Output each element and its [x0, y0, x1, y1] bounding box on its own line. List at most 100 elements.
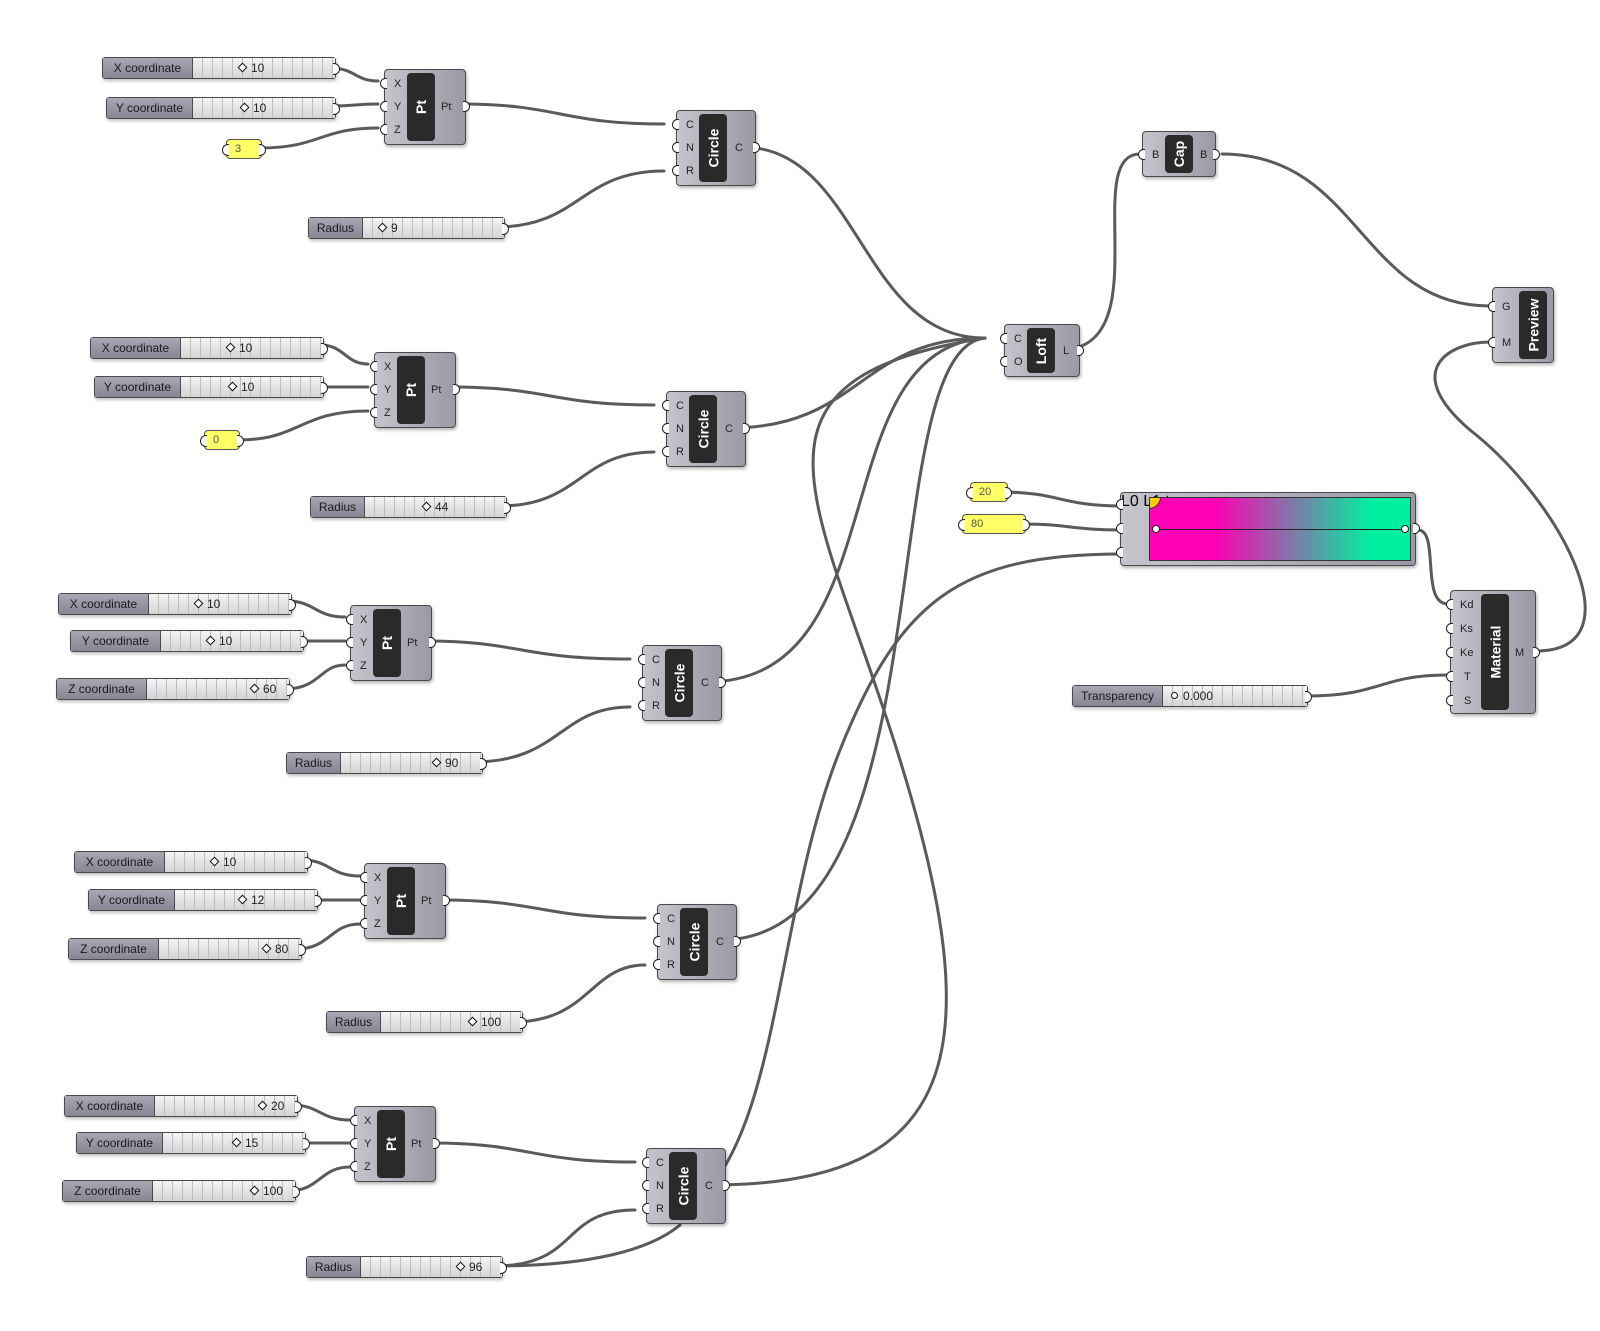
slider-track[interactable]: 100: [153, 1181, 295, 1201]
input-port-t[interactable]: [1116, 547, 1123, 558]
component-body[interactable]: Loft: [1027, 328, 1055, 373]
slider-track[interactable]: 10: [193, 58, 335, 78]
component-body[interactable]: Pt: [373, 609, 401, 677]
input-port-n[interactable]: [672, 142, 679, 153]
input-port-n[interactable]: [638, 677, 645, 688]
output-port[interactable]: [237, 435, 244, 447]
slider-track[interactable]: 10: [193, 98, 335, 118]
slider-track[interactable]: 60: [147, 679, 289, 699]
pt-component[interactable]: X Y Z Pt Pt: [380, 69, 470, 145]
input-port-z[interactable]: [380, 124, 387, 135]
slider-track[interactable]: 12: [175, 890, 317, 910]
output-port[interactable]: [480, 758, 487, 770]
output-port[interactable]: [287, 684, 294, 696]
component-body[interactable]: Circle: [689, 395, 717, 463]
input-port-x[interactable]: [346, 614, 353, 625]
input-port-n[interactable]: [653, 936, 660, 947]
input-port[interactable]: [222, 144, 229, 156]
input-port-n[interactable]: [662, 423, 669, 434]
circle-component[interactable]: C N R Circle C: [638, 645, 726, 721]
component-body[interactable]: Pt: [387, 867, 415, 935]
output-port[interactable]: [504, 502, 511, 514]
radius-slider[interactable]: Radius 96: [306, 1256, 507, 1278]
z-value-panel[interactable]: 0: [200, 430, 244, 450]
input-port-s[interactable]: [1446, 695, 1453, 706]
pt-component[interactable]: X Y Z Pt Pt: [360, 863, 450, 939]
input-port-y[interactable]: [350, 1138, 357, 1149]
input-port-r[interactable]: [662, 446, 669, 457]
output-port[interactable]: [321, 343, 328, 355]
x-coordinate-slider[interactable]: X coordinate 10: [90, 337, 328, 359]
y-coordinate-slider[interactable]: Y coordinate 10: [70, 630, 308, 652]
output-port-c[interactable]: [734, 936, 741, 947]
input-port-c[interactable]: [1000, 333, 1007, 344]
pt-component[interactable]: X Y Z Pt Pt: [370, 352, 460, 428]
slider-track[interactable]: 10: [181, 377, 323, 397]
slider-track[interactable]: 10: [161, 631, 303, 651]
input-port[interactable]: [958, 519, 965, 531]
radius-slider[interactable]: Radius 100: [326, 1011, 527, 1033]
slider-track[interactable]: 96: [361, 1257, 502, 1277]
component-body[interactable]: Preview: [1519, 291, 1547, 359]
transparency-slider[interactable]: Transparency 0.000: [1072, 685, 1312, 707]
x-coordinate-slider[interactable]: X coordinate 20: [64, 1095, 302, 1117]
input-port-o[interactable]: [1000, 356, 1007, 367]
circle-component[interactable]: C N R Circle C: [653, 904, 741, 980]
input-port-x[interactable]: [350, 1115, 357, 1126]
component-body[interactable]: Circle: [680, 908, 708, 976]
output-port-pt[interactable]: [453, 384, 460, 395]
output-port[interactable]: [500, 1262, 507, 1274]
cap-component[interactable]: B Cap B: [1138, 131, 1220, 177]
x-coordinate-slider[interactable]: X coordinate 10: [74, 851, 312, 873]
output-port-c[interactable]: [723, 1180, 730, 1191]
output-port-pt[interactable]: [443, 895, 450, 906]
input-port-c[interactable]: [672, 119, 679, 130]
slider-track[interactable]: 100: [381, 1012, 522, 1032]
z-value-panel[interactable]: 3: [222, 139, 266, 159]
input-port[interactable]: [200, 435, 207, 447]
output-port[interactable]: [333, 103, 340, 115]
input-port-x[interactable]: [380, 78, 387, 89]
output-port-c[interactable]: [753, 142, 760, 153]
component-body[interactable]: Pt: [397, 356, 425, 424]
input-port-ks[interactable]: [1446, 623, 1453, 634]
circle-component[interactable]: C N R Circle C: [662, 391, 750, 467]
gradient-component[interactable]: L0 L1 t: [1116, 492, 1420, 566]
input-port-m[interactable]: [1488, 337, 1495, 348]
input-port-r[interactable]: [642, 1203, 649, 1214]
component-body[interactable]: Pt: [377, 1110, 405, 1178]
slider-track[interactable]: 80: [159, 939, 301, 959]
material-component[interactable]: Kd Ks Ke T S Material M: [1446, 590, 1540, 714]
x-coordinate-slider[interactable]: X coordinate 10: [58, 593, 296, 615]
component-body[interactable]: Circle: [699, 114, 727, 182]
radius-slider[interactable]: Radius 90: [286, 752, 487, 774]
y-coordinate-slider[interactable]: Y coordinate 15: [76, 1132, 310, 1154]
slider-track[interactable]: 90: [341, 753, 482, 773]
output-port[interactable]: [301, 636, 308, 648]
circle-component[interactable]: C N R Circle C: [642, 1148, 730, 1224]
input-port-z[interactable]: [350, 1161, 357, 1172]
slider-track[interactable]: 20: [155, 1096, 297, 1116]
input-port-kd[interactable]: [1446, 599, 1453, 610]
output-port[interactable]: [1005, 487, 1012, 499]
input-port-l1[interactable]: [1116, 523, 1123, 534]
circle-component[interactable]: C N R Circle C: [672, 110, 760, 186]
output-port[interactable]: [502, 223, 509, 235]
output-port[interactable]: [303, 1138, 310, 1150]
output-port-pt[interactable]: [429, 637, 436, 648]
slider-track[interactable]: 0.000: [1163, 686, 1307, 706]
input-port-x[interactable]: [370, 361, 377, 372]
z-coordinate-slider[interactable]: Z coordinate 100: [62, 1180, 300, 1202]
slider-track[interactable]: 10: [165, 852, 307, 872]
preview-component[interactable]: G M Preview: [1488, 287, 1554, 363]
gradient-l1-panel[interactable]: 80: [958, 514, 1030, 534]
input-port-b[interactable]: [1138, 149, 1145, 160]
y-coordinate-slider[interactable]: Y coordinate 12: [88, 889, 322, 911]
pt-component[interactable]: X Y Z Pt Pt: [346, 605, 436, 681]
component-body[interactable]: Pt: [407, 73, 435, 141]
input-port-y[interactable]: [370, 384, 377, 395]
pt-component[interactable]: X Y Z Pt Pt: [350, 1106, 440, 1182]
component-body[interactable]: Cap: [1165, 135, 1193, 173]
output-port-gradient[interactable]: [1413, 523, 1420, 534]
output-port[interactable]: [321, 382, 328, 394]
